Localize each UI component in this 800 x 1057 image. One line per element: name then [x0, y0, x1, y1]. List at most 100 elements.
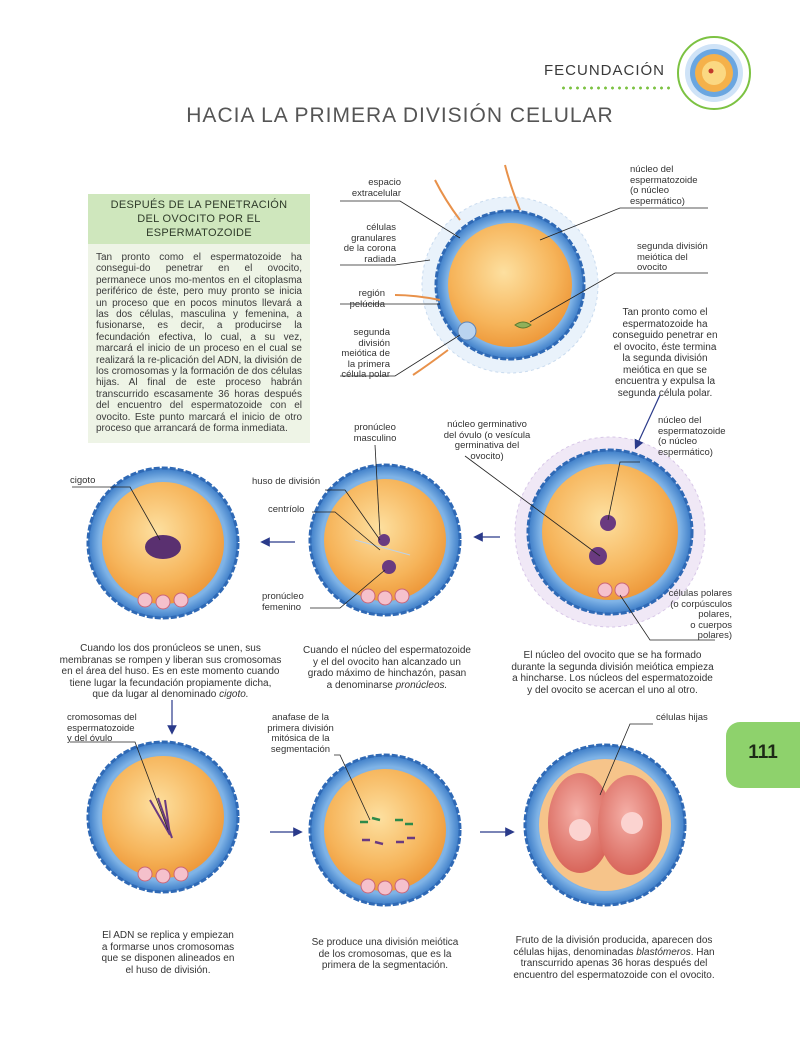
caption-line: en el área del huso. Es en este momento …: [61, 666, 280, 677]
caption-line: a hincharse. Los núcleos del espermatozo…: [512, 673, 713, 684]
label-line: granulares: [351, 232, 396, 244]
label-line: primera división: [267, 722, 334, 734]
label-line: núcleo del: [658, 415, 702, 426]
intro-heading-line-2: DEL OVOCITO POR EL ESPERMATOZOIDE: [137, 213, 261, 239]
label-line: segunda división: [637, 241, 708, 252]
label-cigoto: cigoto: [70, 475, 96, 486]
label-line: espermatozoide: [67, 722, 135, 734]
label-line: segmentación: [270, 743, 331, 755]
caption-line: conseguido penetrar en: [612, 330, 718, 341]
label-pronucleo-masculino: pronúcleo masculino: [347, 422, 403, 444]
caption-mid-right: El núcleo del ovocito que se ha formado …: [500, 650, 725, 696]
label-line: pelúcida: [349, 298, 385, 310]
caption-line: espermatozoide ha: [622, 318, 708, 330]
caption-top: Tan pronto como el espermatozoide ha con…: [610, 307, 720, 399]
egg-top: [394, 164, 599, 376]
label-line: espermático): [658, 446, 713, 458]
label-line: mitósica de la: [271, 733, 330, 744]
label-line: segunda: [353, 327, 390, 338]
page-number: 111: [748, 742, 778, 763]
label-line: extracelular: [351, 187, 401, 199]
caption-line: que da lugar al denominado cigoto.: [58, 689, 283, 701]
label-line: de la corona: [343, 243, 396, 254]
badge-cell-icon: [685, 44, 743, 102]
label-region-pelucida: región pelúcida: [340, 288, 385, 310]
label-line: radiada: [364, 253, 396, 265]
label-line: núcleo del: [630, 164, 674, 175]
intro-box: DESPUÉS DE LA PENETRACIÓN DEL OVOCITO PO…: [88, 194, 310, 443]
label-line: femenino: [262, 601, 302, 613]
caption-line: encuentro del espermatozoide con el ovoc…: [513, 969, 715, 981]
caption-bottom-center: Se produce una división meiótica de los …: [305, 937, 465, 972]
label-line: pronúcleo: [262, 591, 304, 602]
caption-emphasis: cigoto.: [219, 689, 249, 700]
caption-line: primera de la segmentación.: [321, 960, 449, 971]
caption-line: el ovocito, éste termina: [613, 341, 717, 353]
label-celulas-hijas: células hijas: [656, 712, 708, 723]
label-line: la primera: [347, 358, 390, 370]
page-number-tab: [726, 722, 800, 788]
label-line: pronúcleo: [354, 422, 396, 433]
label-line: germinativa del ovocito): [454, 440, 520, 462]
label-centriolo: centríolo: [268, 504, 305, 515]
label-nucleo-espermatozoide-top: núcleo del espermatozoide (o núcleo espe…: [630, 164, 720, 207]
caption-text: a denominarse: [326, 679, 396, 691]
section-dots: [560, 86, 670, 90]
caption-emphasis: pronúcleos.: [395, 679, 448, 691]
caption-line: durante la segunda división meiótica emp…: [511, 661, 714, 673]
caption-line: Se produce una división meiótica: [311, 937, 459, 948]
caption-line: grado máximo de hinchazón, pasan: [307, 668, 467, 679]
label-line: polares): [697, 630, 732, 641]
label-anafase: anafase de la primera división mitósica …: [263, 712, 338, 755]
label-line: meiótica de: [341, 348, 390, 359]
caption-line: y el del ovocito han alcanzado un: [313, 656, 461, 668]
label-line: ovocito: [637, 262, 668, 273]
label-line: (o núcleo: [658, 436, 698, 447]
caption-line: El núcleo del ovocito que se ha formado: [523, 650, 702, 661]
label-line: región: [358, 288, 385, 299]
label-pronucleo-femenino: pronúcleo femenino: [262, 591, 304, 613]
label-line: espermatozoide: [630, 174, 698, 186]
label-line: del óvulo (o vesícula: [443, 429, 531, 441]
caption-line: membranas se rompen y liberan sus cromos…: [59, 654, 282, 666]
label-segunda-division-polar: segunda división meiótica de la primera …: [330, 327, 390, 381]
caption-line: encuentra y expulsa la: [614, 376, 716, 387]
caption-line: que se disponen alineados en: [101, 953, 235, 964]
label-line: espacio: [368, 177, 401, 188]
caption-mid-center: Cuando el núcleo del espermatozoide y el…: [302, 645, 472, 691]
intro-box-heading: DESPUÉS DE LA PENETRACIÓN DEL OVOCITO PO…: [88, 194, 310, 244]
caption-line: segunda célula polar.: [617, 387, 713, 399]
label-line: célula polar: [341, 369, 390, 380]
caption-emphasis: blastómeros: [636, 946, 691, 958]
egg-bottom-right: [523, 743, 687, 907]
caption-line: a formarse unos cromosomas: [101, 941, 235, 953]
label-line: anafase de la: [271, 712, 330, 723]
intro-box-body: Tan pronto como el espermatozoide ha con…: [88, 244, 310, 443]
caption-line: de los cromosomas, que es la: [318, 948, 452, 960]
label-line: células polares: [668, 588, 732, 599]
label-line: cromosomas del: [67, 712, 137, 723]
intro-heading-line-1: DESPUÉS DE LA PENETRACIÓN: [110, 199, 288, 211]
label-line: división: [358, 337, 390, 349]
label-line: (o núcleo: [630, 185, 670, 196]
section-label: FECUNDACIÓN: [543, 62, 665, 79]
label-segunda-division-ovocito: segunda división meiótica del ovocito: [637, 241, 722, 274]
label-nucleo-espermatozoide-mid: núcleo del espermatozoide (o núcleo espe…: [658, 415, 738, 458]
caption-bottom-left: El ADN se replica y empiezan a formarse …: [88, 930, 248, 976]
caption-line: y del ovocito se acercan el uno al otro.: [527, 684, 698, 696]
caption-line: Fruto de la división producida, aparecen…: [515, 935, 713, 946]
label-espacio-extracelular: espacio extracelular: [345, 177, 401, 199]
caption-text: que da lugar al denominado: [92, 689, 220, 700]
caption-line: Tan pronto como el: [622, 307, 708, 318]
caption-line: El ADN se replica y empiezan: [102, 930, 234, 941]
label-line: masculino: [353, 432, 397, 444]
caption-line: transcurrido apenas 36 horas después del: [520, 958, 708, 969]
egg-bottom-center: [308, 753, 462, 907]
caption-text: . Han: [690, 946, 715, 958]
leader-lines: [70, 200, 715, 831]
caption-bottom-right: Fruto de la división producida, aparecen…: [500, 935, 728, 981]
label-celulas-granulares: células granulares de la corona radiada: [330, 222, 396, 265]
label-line: o cuerpos: [690, 619, 732, 631]
caption-line: Cuando el núcleo del espermatozoide: [303, 645, 471, 656]
